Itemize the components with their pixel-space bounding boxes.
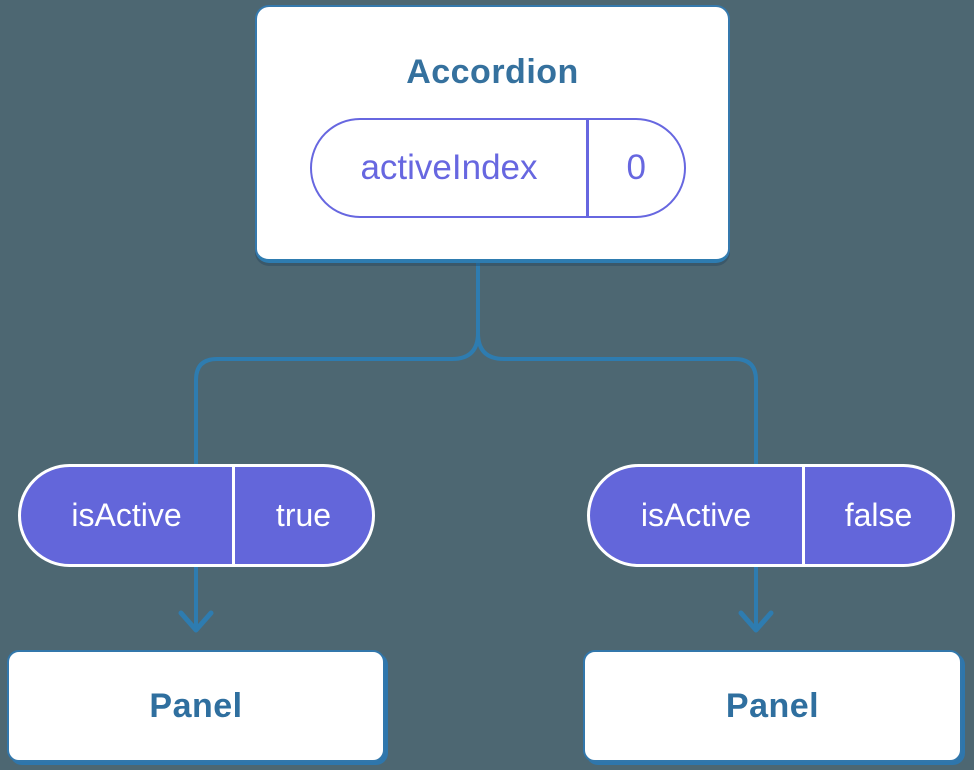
prop-pill-divider xyxy=(802,467,805,564)
prop-value-label: false xyxy=(844,497,913,533)
prop-pill-isactive-false: isActive false xyxy=(587,464,955,567)
arrow-head-right-icon xyxy=(738,610,774,633)
prop-value-label: true xyxy=(275,497,332,533)
prop-pill-divider xyxy=(232,467,235,564)
connector-left-branch xyxy=(194,255,480,629)
prop-name-label: isActive xyxy=(71,497,182,533)
panel-card-left: Panel xyxy=(7,650,385,762)
state-pill-divider xyxy=(586,120,589,216)
arrow-head-left-icon xyxy=(178,610,214,633)
state-name-label: activeIndex xyxy=(360,148,538,187)
prop-name-label: isActive xyxy=(640,497,752,533)
panel-card-right: Panel xyxy=(583,650,962,762)
accordion-card-title: Accordion xyxy=(406,53,579,91)
prop-pill-isactive-true: isActive true xyxy=(18,464,375,567)
accordion-card: Accordion activeIndex 0 xyxy=(255,5,730,263)
connector-right-branch xyxy=(476,255,758,629)
state-value-label: 0 xyxy=(626,148,646,187)
state-pill-activeindex: activeIndex 0 xyxy=(310,118,686,218)
